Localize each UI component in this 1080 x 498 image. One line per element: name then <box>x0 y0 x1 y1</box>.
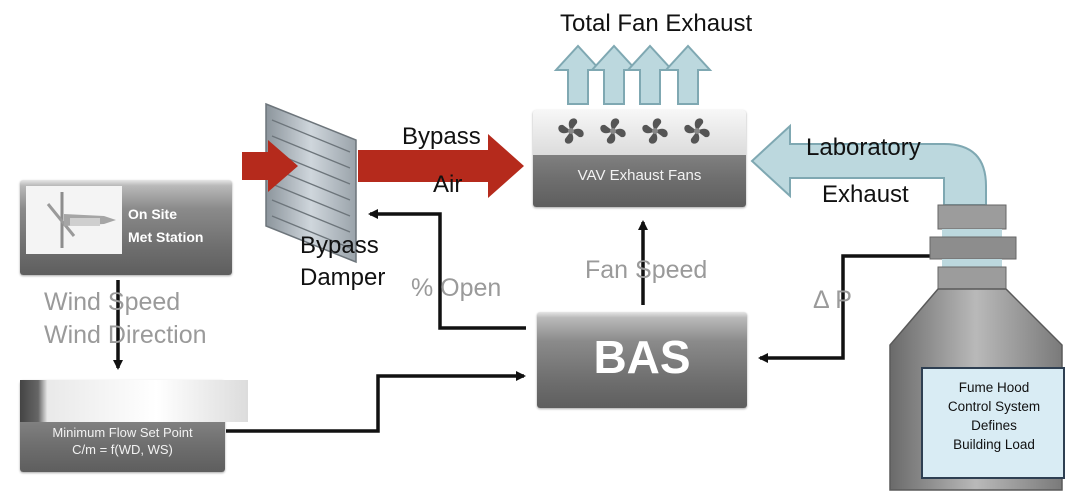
min-flow-setpoint-text: Minimum Flow Set Point C/m = f(WD, WS) <box>20 424 225 458</box>
laboratory-exhaust-label-1: Laboratory <box>806 134 921 161</box>
exhaust-up-arrow-2 <box>589 44 639 105</box>
wind-speed-label: Wind Speed <box>44 288 181 316</box>
fume-hood-line-2: Control System <box>947 399 1041 414</box>
exhaust-up-arrows <box>553 44 713 105</box>
min-flow-to-bas-line <box>226 371 526 433</box>
bypass-air-arrow <box>358 134 524 198</box>
fume-hood-line-1: Fume Hood <box>958 380 1030 395</box>
wind-direction-label: Wind Direction <box>44 321 207 349</box>
delta-p-label: Δ P <box>813 286 852 314</box>
min-flow-line-1: Minimum Flow Set Point <box>52 425 193 440</box>
bypass-inlet-arrow <box>242 140 298 192</box>
exhaust-up-arrow-4 <box>663 44 713 105</box>
vav-exhaust-fans-label: VAV Exhaust Fans <box>577 167 702 184</box>
fume-hood-graphic <box>889 204 1065 491</box>
bypass-damper-label-2: Damper <box>300 264 386 291</box>
wind-turbine-icon <box>26 186 122 254</box>
fume-hood-line-4: Building Load <box>953 437 1035 452</box>
laboratory-exhaust-label-2: Exhaust <box>822 181 909 208</box>
fan-icon <box>600 118 626 144</box>
fan-icon <box>558 118 584 144</box>
exhaust-up-arrow-1 <box>553 44 603 105</box>
bas-box <box>537 312 747 408</box>
fume-hood-text: Fume Hood Control System Defines Buildin… <box>926 378 1062 454</box>
fan-speed-label: Fan Speed <box>585 256 708 284</box>
bypass-air-label-1: Bypass <box>402 123 481 150</box>
met-station-label-1: On Site <box>128 206 178 222</box>
lab-exhaust-arrow <box>750 123 987 206</box>
fan-icon <box>642 118 668 144</box>
fume-hood-line-3: Defines <box>971 418 1017 433</box>
exhaust-up-arrow-3 <box>625 44 675 105</box>
bypass-damper-label-1: Bypass <box>300 232 379 259</box>
bas-label: BAS <box>593 331 691 383</box>
bas-to-damper-line <box>368 209 526 330</box>
delta-p-to-bas-line <box>758 254 940 363</box>
control-lines <box>113 209 940 433</box>
total-fan-exhaust-label: Total Fan Exhaust <box>560 10 753 37</box>
min-flow-line-2: C/m = f(WD, WS) <box>72 442 173 457</box>
percent-open-label: % Open <box>411 274 502 302</box>
bypass-damper-graphic <box>265 102 357 264</box>
min-flow-header-bar <box>20 380 248 422</box>
bypass-air-label-2: Air <box>433 171 463 198</box>
met-station-label-2: Met Station <box>128 229 204 245</box>
fan-icon <box>684 118 710 144</box>
